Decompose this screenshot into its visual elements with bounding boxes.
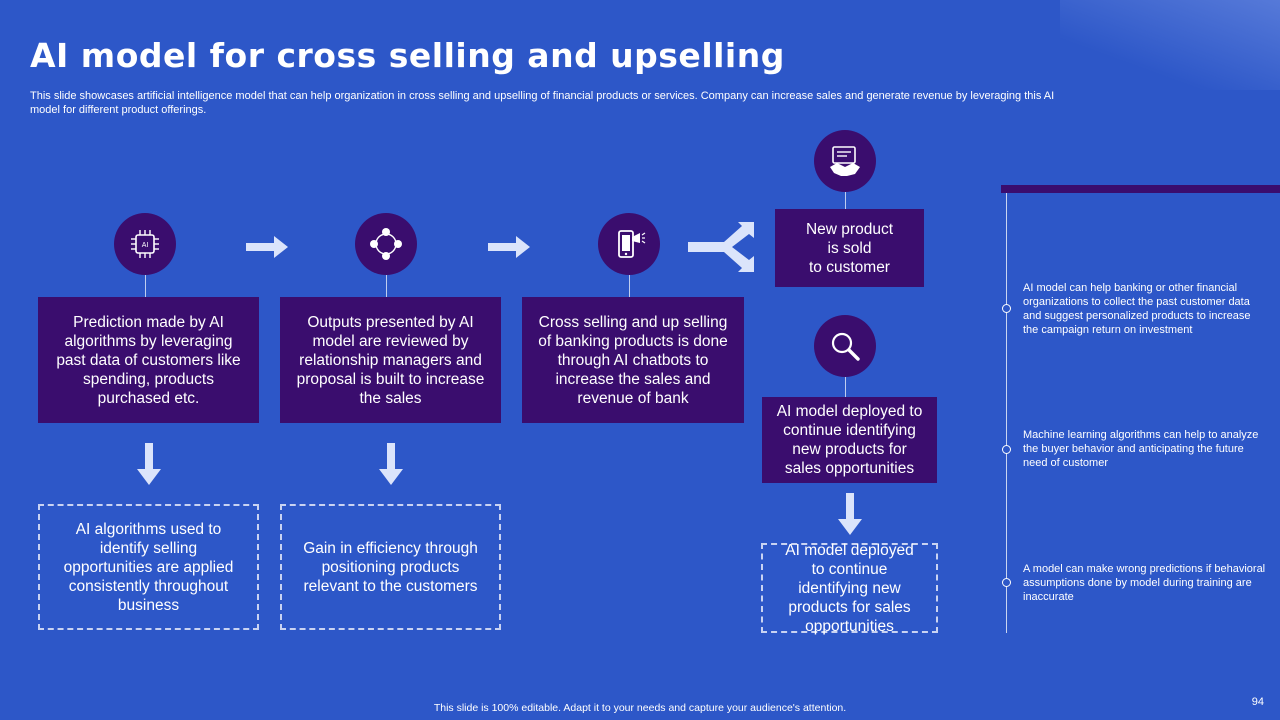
step-1-text: Prediction made by AI algorithms by leve… [56,313,241,407]
step-2-result-box: Gain in efficiency through positioning p… [280,504,501,630]
sold-text: New product is sold to customer [805,220,893,276]
step-1-result-box: AI algorithms used to identify selling o… [38,504,259,630]
down-arrow-icon [137,443,161,485]
deployed-text: AI model deployed to continue identifyin… [776,403,923,477]
page-title: AI model for cross selling and upselling [30,36,785,75]
step-2-icon-circle [355,213,417,275]
right-arrow-icon [488,236,530,258]
step-2-box: Outputs presented by AI model are review… [280,297,501,423]
side-timeline-dot [1002,445,1011,454]
step-3-icon-circle [598,213,660,275]
side-note-2: Machine learning algorithms can help to … [1023,429,1259,469]
corner-glow-decoration [1060,0,1280,90]
ai-chip-icon: AI [131,230,159,258]
connector-line [845,377,846,397]
connector-line [386,275,387,297]
sold-icon-circle [814,130,876,192]
step-1-icon-circle: AI [114,213,176,275]
fork-arrow-icon [688,222,754,272]
mobile-chatbot-icon [618,230,646,258]
side-timeline-line [1006,193,1007,633]
down-arrow-icon [379,443,403,485]
connector-line [629,275,630,297]
connector-line [145,275,146,297]
step-1-box: Prediction made by AI algorithms by leve… [38,297,259,423]
sold-box: New product is sold to customer [775,209,924,287]
down-arrow-icon [838,493,862,535]
page-subtitle: This slide showcases artificial intellig… [30,90,1055,116]
ai-chip-label: AI [142,242,149,249]
side-timeline-dot [1002,304,1011,313]
side-timeline-dot [1002,578,1011,587]
side-panel-header-bar [1001,185,1280,193]
step-2-text: Outputs presented by AI model are review… [296,313,485,407]
footer-note: This slide is 100% editable. Adapt it to… [433,702,847,714]
step-1-result-text: AI algorithms used to identify selling o… [63,520,234,614]
handshake-icon [830,146,860,176]
deployed-icon-circle [814,315,876,377]
side-note-1: AI model can help banking or other finan… [1023,282,1251,336]
deployed-result-box: AI model deployed to continue identifyin… [761,541,938,635]
step-3-box: Cross selling and up selling of banking … [522,297,744,423]
deployed-box: AI model deployed to continue identifyin… [762,397,937,483]
magnifier-icon [831,332,860,361]
connector-line [845,192,846,209]
deployed-result-text: AI model deployed to continue identifyin… [785,541,914,635]
side-note-3: A model can make wrong predictions if be… [1023,563,1266,603]
right-arrow-icon [246,236,288,258]
step-3-text: Cross selling and up selling of banking … [538,313,728,407]
step-2-result-text: Gain in efficiency through positioning p… [303,539,478,595]
page-number: 94 [1251,696,1264,708]
people-network-icon [370,228,402,260]
